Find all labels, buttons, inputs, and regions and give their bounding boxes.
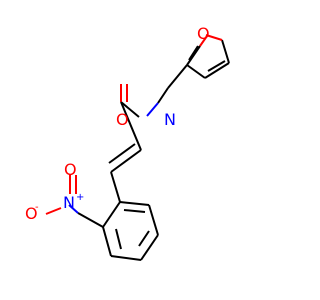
bond-ph-5 bbox=[140, 234, 159, 261]
atom-o-furan: O bbox=[197, 24, 210, 43]
bond-ph-6 bbox=[148, 204, 159, 236]
bond-furan-c5-o bbox=[205, 34, 223, 41]
charge-plus: + bbox=[76, 192, 84, 203]
bond-ph-7 bbox=[119, 201, 150, 206]
bond-ph-2 bbox=[102, 201, 121, 228]
benzene-ring bbox=[102, 171, 159, 261]
bond-furan-c2-c3 bbox=[186, 64, 206, 79]
charge-minus: - bbox=[35, 202, 39, 213]
bond-ph-inner-2 bbox=[138, 230, 150, 247]
bond-ph-1 bbox=[110, 171, 121, 203]
bond-ph-4 bbox=[110, 255, 142, 261]
bond-furan-c3-c4-double bbox=[207, 60, 226, 72]
bond-co-alkene bbox=[120, 101, 142, 151]
atom-o-amide: O bbox=[116, 110, 129, 129]
bond-furan-c3-c4 bbox=[204, 62, 230, 79]
molecule-diagram: O O N N + O - O bbox=[25, 24, 230, 261]
bond-furan-ch2-link bbox=[167, 64, 188, 89]
bond-n-co bbox=[120, 101, 140, 118]
bond-ph-inner-3 bbox=[123, 209, 146, 213]
bond-n-o-single bbox=[45, 207, 62, 215]
atom-n-amide: N bbox=[164, 110, 176, 129]
bond-alkene bbox=[110, 149, 142, 173]
structure-svg: O O N N + O - O bbox=[25, 24, 230, 261]
bond-ph-3 bbox=[102, 226, 112, 257]
bond-furan-o-c2 bbox=[199, 35, 208, 47]
atom-o-nitro-minus: O bbox=[25, 204, 38, 223]
bond-alkene-double bbox=[108, 143, 136, 164]
bond-ph-no2 bbox=[77, 212, 104, 228]
bond-n-color bbox=[146, 102, 159, 117]
atom-n-nitro: N bbox=[63, 193, 75, 212]
bond-furan-ch2 bbox=[186, 45, 201, 66]
furan-ring bbox=[186, 34, 230, 79]
bond-furan-c4-c5 bbox=[221, 39, 230, 64]
bond-ch2-n bbox=[157, 87, 169, 104]
atom-o-nitro-double: O bbox=[64, 160, 77, 179]
bond-no2-color bbox=[68, 204, 79, 214]
bond-furan-c2-c5-double bbox=[188, 45, 199, 61]
bond-ph-inner-1 bbox=[115, 228, 122, 250]
